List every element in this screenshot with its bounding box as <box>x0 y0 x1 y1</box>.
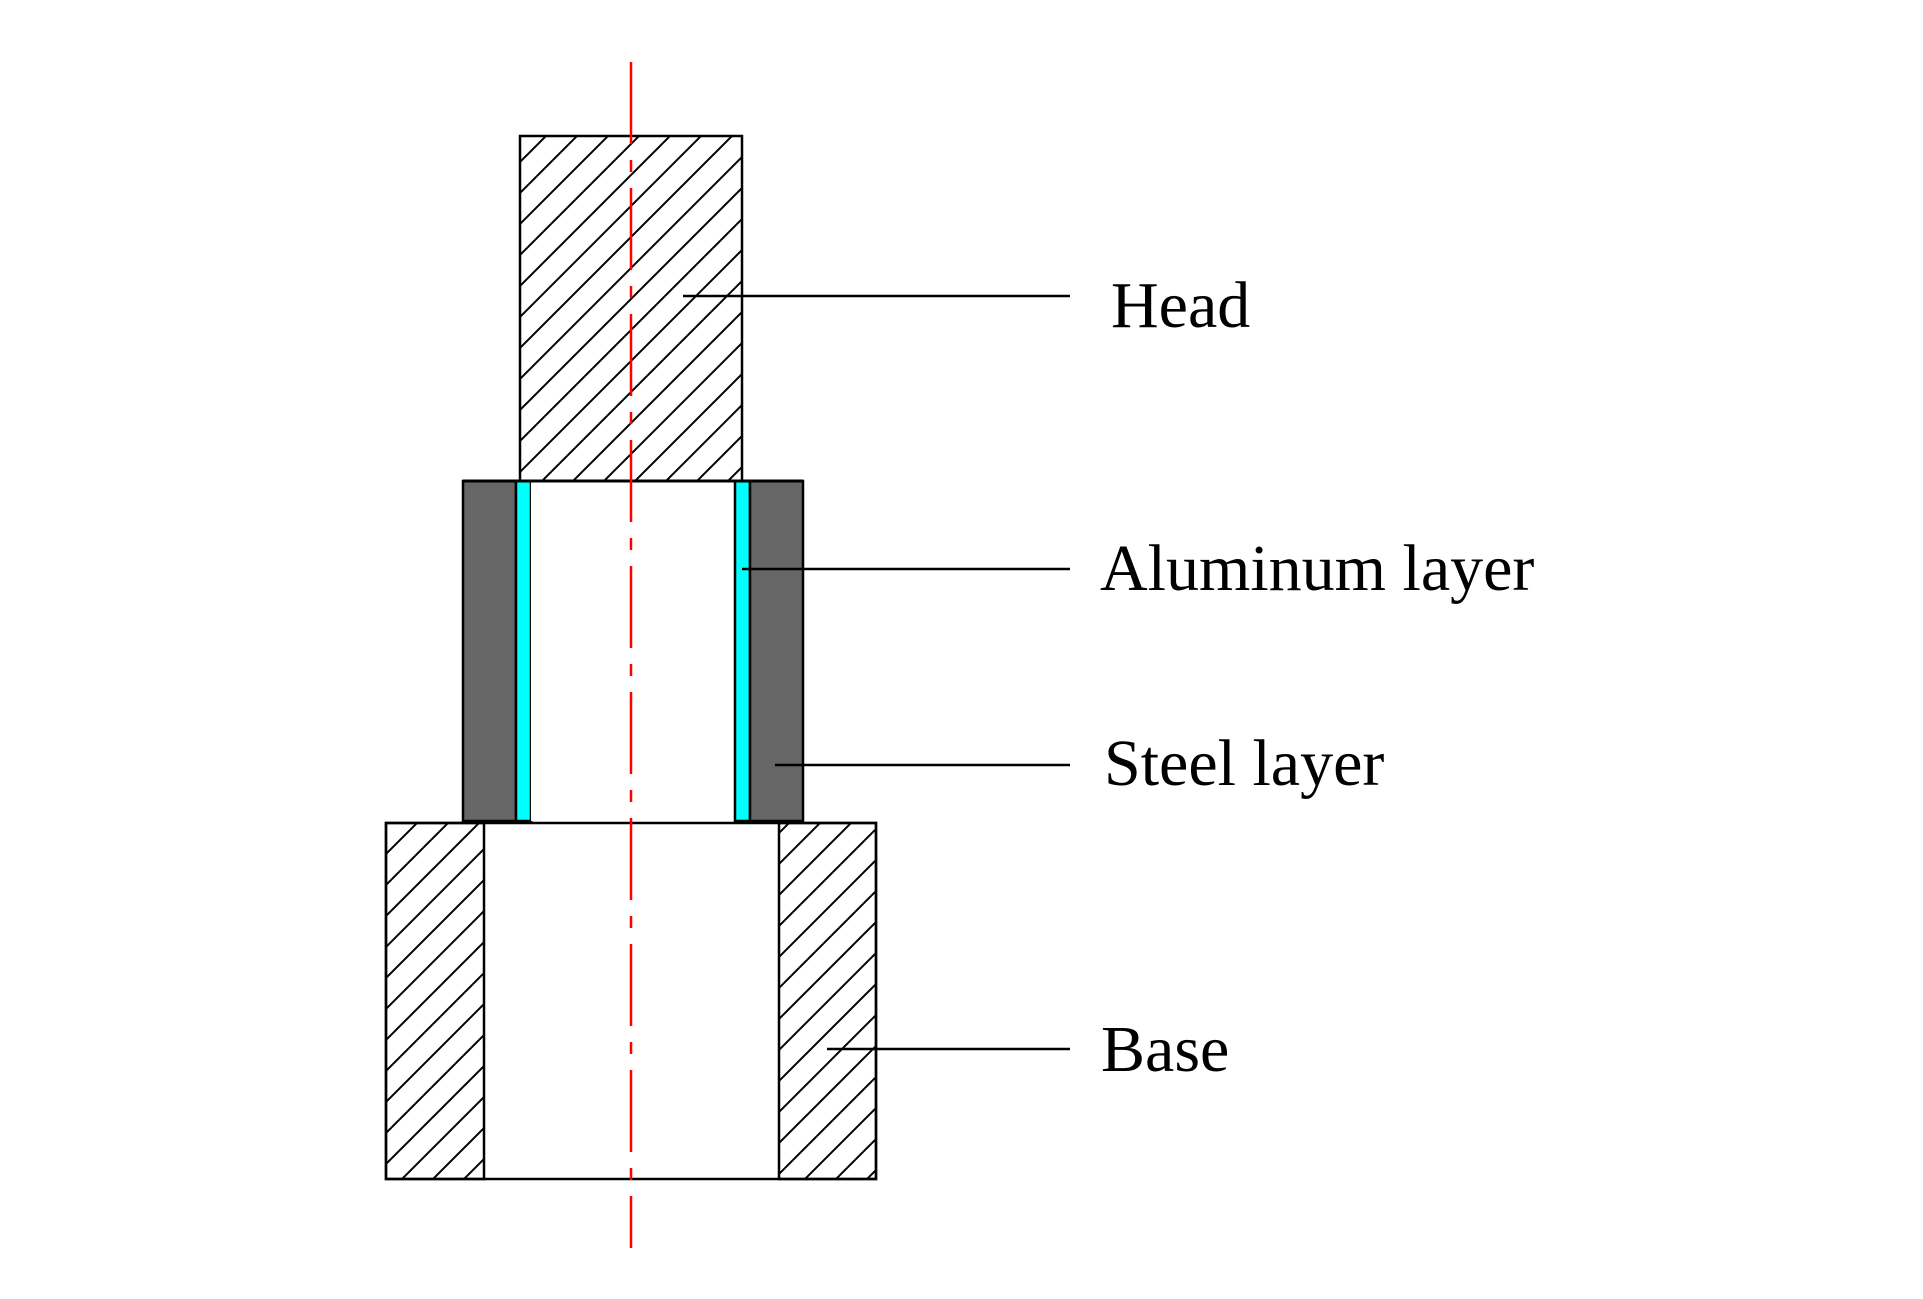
steel-layer-label: Steel layer <box>1104 727 1384 800</box>
steel-layer-left <box>461 479 518 823</box>
head-body <box>518 134 744 483</box>
base-label: Base <box>1101 1013 1229 1086</box>
base-part <box>384 821 878 1181</box>
steel-layer-right <box>748 479 805 823</box>
aluminum-layer-left <box>514 479 533 823</box>
layer-assembly <box>461 479 805 823</box>
aluminum-layer-right <box>733 479 752 823</box>
head-label: Head <box>1111 269 1250 342</box>
aluminum-layer-label: Aluminum layer <box>1100 532 1534 605</box>
head-part <box>518 134 744 483</box>
base-left-wall <box>384 821 486 1181</box>
inner-bore-middle <box>531 481 735 821</box>
base-right-wall <box>777 821 878 1181</box>
